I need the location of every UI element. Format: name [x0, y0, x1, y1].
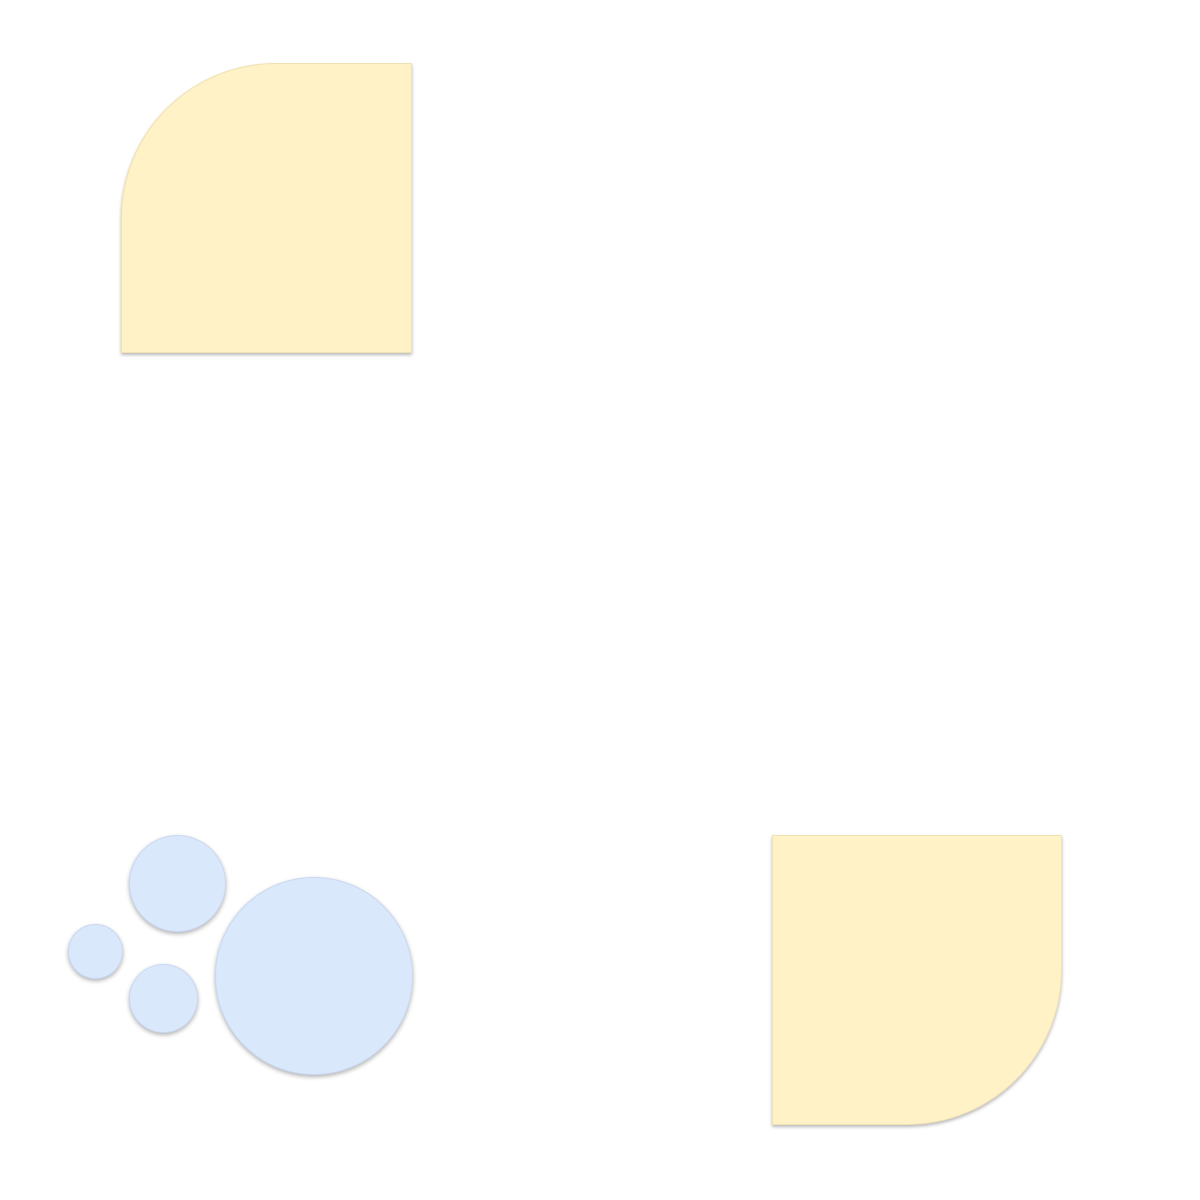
yellow-leaf-shape-top-left[interactable] [121, 63, 412, 353]
blue-circle-tiny-left[interactable] [68, 924, 123, 979]
yellow-leaf-shape-bottom-right[interactable] [772, 835, 1062, 1125]
blue-circle-small-bottom[interactable] [129, 964, 198, 1033]
blue-circle-small-top[interactable] [129, 835, 226, 932]
blue-circle-large[interactable] [215, 877, 413, 1075]
